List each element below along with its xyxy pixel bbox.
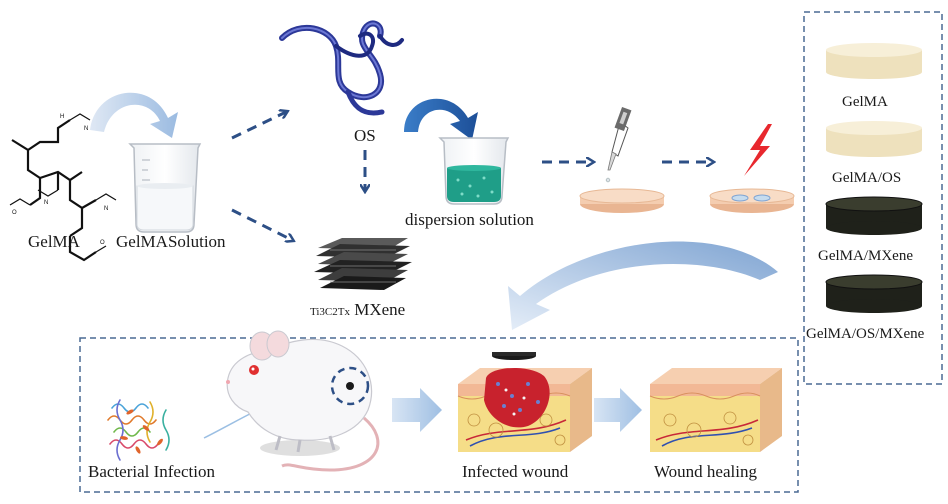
- petri-dish-2-icon: [709, 188, 795, 213]
- svg-text:N: N: [104, 206, 108, 212]
- svg-text:O: O: [12, 210, 17, 216]
- label-hydrogel-gelma-mxene: GelMA/MXene: [818, 248, 913, 264]
- mouse-icon: [226, 330, 380, 472]
- beaker-icon: [128, 143, 202, 233]
- label-gelma-solution: GelMASolution: [116, 232, 226, 251]
- dashed-arrows: [231, 112, 712, 240]
- label-dispersion-solution: dispersion solution: [405, 210, 534, 229]
- petri-dish-icon: [579, 188, 665, 213]
- skin-block-infected-icon: [457, 352, 592, 452]
- svg-text:O: O: [100, 240, 105, 246]
- pipette-icon: [605, 106, 632, 183]
- arrow-right-1: [392, 388, 442, 432]
- hydrogel-gelma-mxene-icon: [825, 196, 923, 235]
- label-wound-healing: Wound healing: [654, 462, 757, 481]
- label-mxene-name: MXene: [354, 300, 406, 319]
- gelma-molecule-icon: H N N N O O: [9, 113, 117, 262]
- label-hydrogel-gelma-os-mxene: GelMA/OS/MXene: [806, 326, 925, 342]
- bacteria-icon: [107, 399, 170, 461]
- svg-text:N: N: [44, 200, 48, 206]
- mxene-sheets-icon: [314, 238, 412, 290]
- label-gelma: GelMA: [28, 232, 80, 251]
- curved-arrow-1: [90, 92, 178, 138]
- arrow-right-2: [594, 388, 642, 432]
- os-ribbon-icon: [279, 20, 404, 116]
- label-hydrogel-gelma-os: GelMA/OS: [832, 170, 902, 186]
- hydrogel-gelma-os-mxene-icon: [825, 274, 923, 313]
- hydrogel-gelma-os-icon: [826, 121, 922, 157]
- label-mxene-prefix: Ti3C2Tx: [310, 306, 350, 318]
- wound-panel-border: [79, 337, 799, 493]
- label-bacterial-infection: Bacterial Infection: [88, 462, 215, 481]
- hydrogel-gelma-icon: [826, 43, 922, 79]
- skin-block-healed-icon: [649, 368, 782, 452]
- lightning-icon: [744, 124, 772, 176]
- hydrogel-panel-border: [803, 11, 943, 385]
- label-os: OS: [354, 126, 376, 145]
- svg-text:H: H: [60, 114, 64, 120]
- label-hydrogel-gelma: GelMA: [842, 94, 888, 110]
- big-curved-arrow: [508, 241, 778, 330]
- label-mxene: Ti3C2Tx MXene: [310, 300, 405, 320]
- curved-arrow-2: [404, 98, 478, 140]
- label-infected-wound: Infected wound: [462, 462, 569, 481]
- svg-text:N: N: [84, 126, 88, 132]
- dispersion-beaker-icon: [438, 137, 510, 205]
